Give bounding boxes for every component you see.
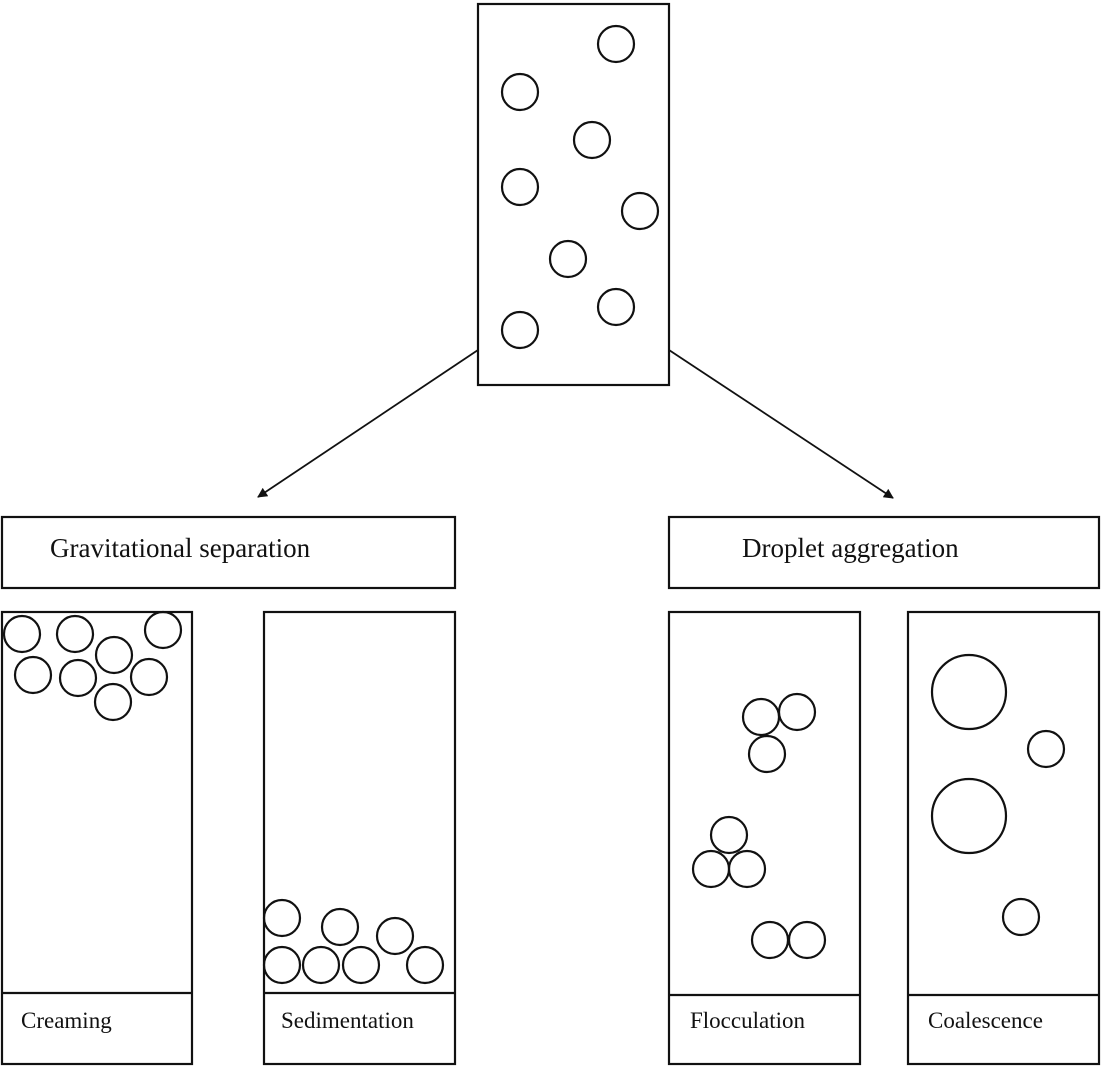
droplet xyxy=(405,945,445,985)
droplet-aggregation-box xyxy=(667,515,1101,590)
droplet xyxy=(750,920,790,960)
droplet xyxy=(500,310,540,350)
large-droplet xyxy=(930,777,1008,855)
initial-emulsion-box xyxy=(476,2,671,387)
droplet xyxy=(55,614,95,654)
sedimentation-label: Sedimentation xyxy=(281,1008,414,1033)
droplet xyxy=(500,167,540,207)
coalescence-label: Coalescence xyxy=(928,1008,1043,1033)
sedimentation-droplets xyxy=(262,898,445,985)
droplet xyxy=(620,191,660,231)
droplet xyxy=(596,24,636,64)
sedimentation-container xyxy=(262,610,457,1066)
droplet xyxy=(262,898,302,938)
initial-droplets xyxy=(500,24,660,350)
creaming-box xyxy=(0,610,194,1066)
flocculation-droplets xyxy=(691,692,827,960)
initial-emulsion-container xyxy=(476,2,671,387)
droplet xyxy=(143,610,183,650)
flocculation-container xyxy=(667,610,862,1066)
droplet xyxy=(1026,729,1066,769)
droplet xyxy=(572,120,612,160)
droplet xyxy=(301,945,341,985)
droplet xyxy=(129,657,169,697)
droplet xyxy=(341,945,381,985)
droplet xyxy=(741,697,781,737)
flocculation-box xyxy=(667,610,862,1066)
creaming-label: Creaming xyxy=(21,1008,112,1033)
droplet xyxy=(2,614,42,654)
gravitational-separation-box xyxy=(0,515,457,590)
droplet xyxy=(691,849,731,889)
arrow-to-gravitational-separation xyxy=(257,349,479,498)
creaming-container xyxy=(0,610,194,1066)
droplet-aggregation-label: Droplet aggregation xyxy=(742,533,959,563)
droplet xyxy=(548,239,588,279)
arrow-to-droplet-aggregation xyxy=(668,349,894,499)
droplet xyxy=(375,916,415,956)
droplet xyxy=(500,72,540,112)
droplet xyxy=(787,920,827,960)
coalescence-box xyxy=(906,610,1101,1066)
droplet xyxy=(727,849,767,889)
coalescence-container xyxy=(906,610,1101,1066)
droplet xyxy=(93,682,133,722)
droplet xyxy=(320,907,360,947)
gravitational-separation-label: Gravitational separation xyxy=(50,533,311,563)
sedimentation-box xyxy=(262,610,457,1066)
droplet xyxy=(262,945,302,985)
droplet xyxy=(747,734,787,774)
droplet xyxy=(596,287,636,327)
droplet xyxy=(777,692,817,732)
droplet xyxy=(94,635,134,675)
coalescence-droplets xyxy=(930,653,1066,937)
droplet xyxy=(709,815,749,855)
flocculation-label: Flocculation xyxy=(690,1008,805,1033)
droplet xyxy=(58,658,98,698)
droplet xyxy=(1001,897,1041,937)
creaming-droplets xyxy=(2,610,183,722)
droplet xyxy=(13,655,53,695)
large-droplet xyxy=(930,653,1008,731)
